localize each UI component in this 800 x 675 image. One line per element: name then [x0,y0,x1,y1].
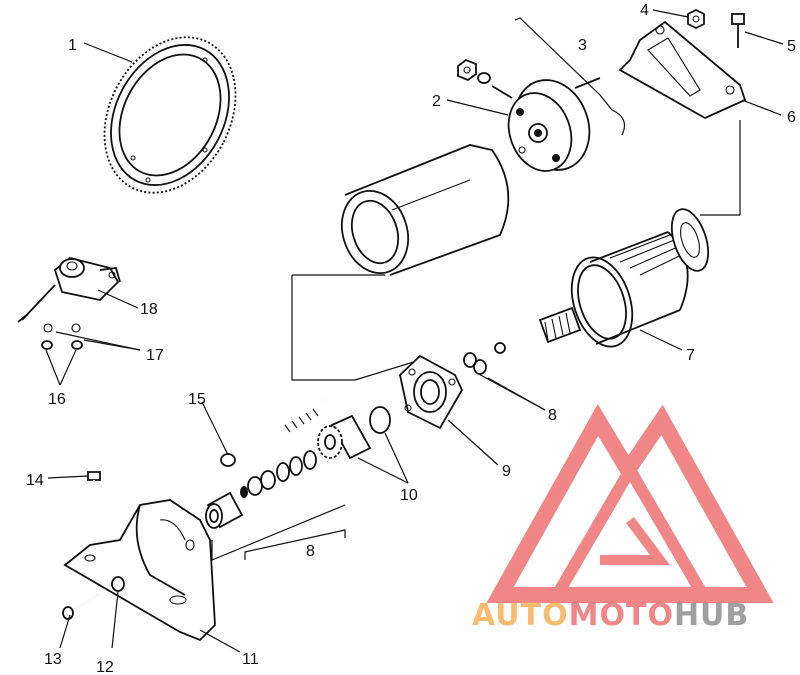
callout-7: 7 [686,347,695,364]
callout-4: 4 [640,2,649,19]
callout-10: 10 [400,487,418,504]
callout-3: 3 [578,37,587,54]
thrust-washers [463,352,487,375]
bracket-lines [514,17,625,136]
callout-13: 13 [44,651,62,668]
mounting-bracket-top [618,20,747,120]
callout-14: 14 [26,472,44,489]
callout-1: 1 [68,37,77,54]
callout-17: 17 [146,347,164,364]
hex-nut [687,8,705,30]
leader-lines [45,9,784,653]
watermark-text-moto: MOTO [569,598,674,633]
ring-gear [103,36,237,194]
callout-12: 12 [96,659,114,675]
frame-outline [211,120,741,561]
bolt-top [731,13,745,48]
svg-text:AUTOMOTOHUB: AUTOMOTOHUB [472,598,749,633]
callout-2: 2 [432,93,441,110]
watermark-triangle-mark [486,404,774,603]
callout-8-lower: 8 [306,543,315,560]
bushing [205,491,244,529]
callout-9: 9 [502,463,511,480]
callout-labels: 1 2 3 4 5 6 7 8 9 10 8 11 12 13 14 15 16… [26,2,796,675]
lock-washers [41,340,83,350]
callout-11: 11 [242,651,259,668]
watermark-logo: AUTOMOTOHUB [472,404,774,633]
drive-end-plate [399,354,464,430]
callout-15: 15 [188,391,206,408]
mounting-bracket-bottom [63,499,216,642]
end-cap [507,77,601,172]
drive-pinion [317,406,391,460]
nut-and-washer [457,58,513,99]
motor-housing [341,144,510,276]
bolt-horizontal [62,576,125,620]
callout-8-upper: 8 [548,407,557,424]
armature [491,208,710,354]
callout-5: 5 [787,38,796,55]
spring-and-collars [240,450,317,498]
watermark-text-auto: AUTO [472,598,569,633]
callout-18: 18 [140,301,158,318]
bolt-vertical [87,471,101,515]
solenoid-switch [17,257,121,333]
watermark-text-hub: HUB [674,598,749,633]
through-bolt [220,398,327,467]
callout-16: 16 [48,391,66,408]
callout-6: 6 [787,109,796,126]
